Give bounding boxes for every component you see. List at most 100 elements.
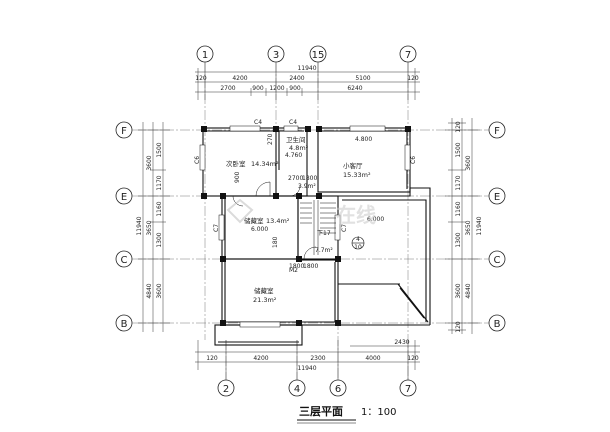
dim-bottom-2: 4200 bbox=[253, 355, 268, 362]
dim-right-r1-1: 3600 bbox=[465, 155, 472, 170]
label-c6b: C6 bbox=[410, 156, 417, 164]
dim-right-r2-3: 1170 bbox=[455, 175, 462, 190]
axis-top-3: 15 bbox=[312, 50, 325, 61]
watermark-text: 在线 bbox=[336, 203, 376, 227]
dim-left-r2-1: 1500 bbox=[156, 142, 163, 157]
stair bbox=[300, 200, 336, 255]
section-marker bbox=[351, 236, 365, 250]
label-c7b: C7 bbox=[341, 224, 348, 232]
drawing-title: 三层平面 bbox=[299, 405, 343, 418]
top-axis-bubbles bbox=[196, 45, 417, 63]
dim-right-r2-4: 1160 bbox=[455, 201, 462, 216]
dim-top-r1-2: 4200 bbox=[232, 75, 247, 82]
axis-top-1: 1 bbox=[202, 50, 208, 61]
axis-grid-lines bbox=[132, 62, 489, 380]
hall-area: 3.9m² bbox=[298, 183, 316, 190]
axis-left-2: E bbox=[121, 192, 127, 203]
dim-right-r2-1: 120 bbox=[455, 121, 462, 133]
dim-top-r2-1: 2700 bbox=[220, 85, 235, 92]
bottom-dimension-lines bbox=[195, 340, 420, 380]
axis-right-1: F bbox=[494, 126, 500, 137]
dim-top-r2-4: 900 bbox=[289, 85, 301, 92]
dim-bottom-5: 120 bbox=[407, 355, 419, 362]
watermark: 在线 bbox=[226, 198, 376, 227]
dim-left-r1-3: 4840 bbox=[146, 283, 153, 298]
room-area-1: 14.34m² bbox=[251, 160, 279, 168]
dim-right-r2-6: 3600 bbox=[455, 283, 462, 298]
dim-top-r1-1: 120 bbox=[195, 75, 207, 82]
dim-bottom-total: 11940 bbox=[297, 365, 316, 372]
drawing-scale: 1：100 bbox=[361, 407, 396, 418]
label-c7a: C7 bbox=[213, 224, 220, 232]
room-name-3: 小客厅 bbox=[343, 161, 363, 170]
dim-inner-3: 1800 bbox=[289, 263, 304, 270]
dim-right-r2-5: 1300 bbox=[455, 232, 462, 247]
structural-columns bbox=[201, 126, 411, 326]
axis-right-2: E bbox=[494, 192, 500, 203]
dim-right-r1-2: 3650 bbox=[465, 220, 472, 235]
axis-left-4: B bbox=[121, 319, 128, 330]
landing-area: 7.7m² bbox=[315, 247, 333, 254]
dim-left-r2-4: 1300 bbox=[156, 232, 163, 247]
dim-inner-4: 1800 bbox=[303, 263, 318, 270]
room-area-2: 4.8m² bbox=[289, 144, 309, 152]
axis-bottom-1: 2 bbox=[223, 384, 229, 395]
axis-left-3: C bbox=[121, 255, 128, 266]
dim-right-r1-3: 4840 bbox=[465, 283, 472, 298]
axis-right-3: C bbox=[494, 255, 501, 266]
dim-left-r1-1: 3600 bbox=[146, 155, 153, 170]
room-area-5: 21.3m² bbox=[253, 296, 277, 304]
dim-bottom-1: 120 bbox=[206, 355, 218, 362]
dim-top-r1-3: 2400 bbox=[289, 75, 304, 82]
elev-6000b: 6.000 bbox=[367, 216, 384, 223]
dim-bottom-4: 4000 bbox=[365, 355, 380, 362]
dim-bottom-3: 2300 bbox=[310, 355, 325, 362]
axis-top-4: 7 bbox=[405, 50, 411, 61]
right-axis-bubbles bbox=[488, 121, 506, 332]
dim-top-r2-2: 900 bbox=[252, 85, 264, 92]
dim-top-r1-4: 5100 bbox=[355, 75, 370, 82]
dim-left-r1-2: 3650 bbox=[146, 220, 153, 235]
dim-left-r2-5: 3600 bbox=[156, 283, 163, 298]
dim-left-r2-3: 1160 bbox=[156, 201, 163, 216]
axis-top-2: 3 bbox=[273, 50, 279, 61]
elev-6000a: 6.000 bbox=[251, 226, 268, 233]
section-number: 4 bbox=[356, 236, 360, 243]
room-name-4: 储藏室 bbox=[244, 216, 264, 225]
dim-right-r2-2: 1500 bbox=[455, 142, 462, 157]
dim-top-r2-5: 6240 bbox=[347, 85, 362, 92]
elev-4800: 4.800 bbox=[355, 136, 372, 143]
dim-top-total: 11940 bbox=[297, 65, 316, 72]
dim-left-r2-2: 1170 bbox=[156, 175, 163, 190]
dim-inner-5: 900 bbox=[234, 171, 241, 183]
dim-top-r1-5: 120 bbox=[407, 75, 419, 82]
bottom-axis-bubbles bbox=[217, 379, 417, 397]
label-m2: M2 bbox=[289, 267, 298, 274]
axis-bottom-3: 6 bbox=[335, 384, 341, 395]
right-dimension-lines bbox=[445, 118, 480, 334]
left-axis-bubbles bbox=[115, 121, 133, 332]
room-name-5: 储藏室 bbox=[254, 286, 274, 295]
section-sheet: 10 bbox=[354, 244, 362, 251]
axis-bottom-2: 4 bbox=[294, 384, 300, 395]
dim-right-r2-7: 120 bbox=[455, 321, 462, 333]
windows bbox=[199, 125, 411, 328]
dim-270: 270 bbox=[267, 133, 274, 145]
dim-180: 180 bbox=[272, 236, 279, 248]
label-c4a: C4 bbox=[254, 119, 262, 126]
label-c4b: C4 bbox=[289, 119, 297, 126]
dim-inner-2: 1800 bbox=[302, 175, 317, 182]
label-c6: C6 bbox=[194, 156, 201, 164]
room-area-4: 13.4m² bbox=[266, 217, 290, 225]
room-name-2: 卫生间 bbox=[286, 135, 306, 144]
elev-4760: 4.760 bbox=[285, 152, 302, 159]
room-area-3: 15.33m² bbox=[343, 171, 371, 179]
axis-right-4: B bbox=[494, 319, 501, 330]
stair-label: 下17 bbox=[317, 230, 331, 237]
axis-left-1: F bbox=[121, 126, 127, 137]
dim-left-total: 11940 bbox=[136, 216, 143, 235]
dim-inner-1: 2700 bbox=[288, 175, 303, 182]
dim-bottom-extra: 2430 bbox=[394, 339, 409, 346]
dim-right-total: 11940 bbox=[476, 216, 483, 235]
